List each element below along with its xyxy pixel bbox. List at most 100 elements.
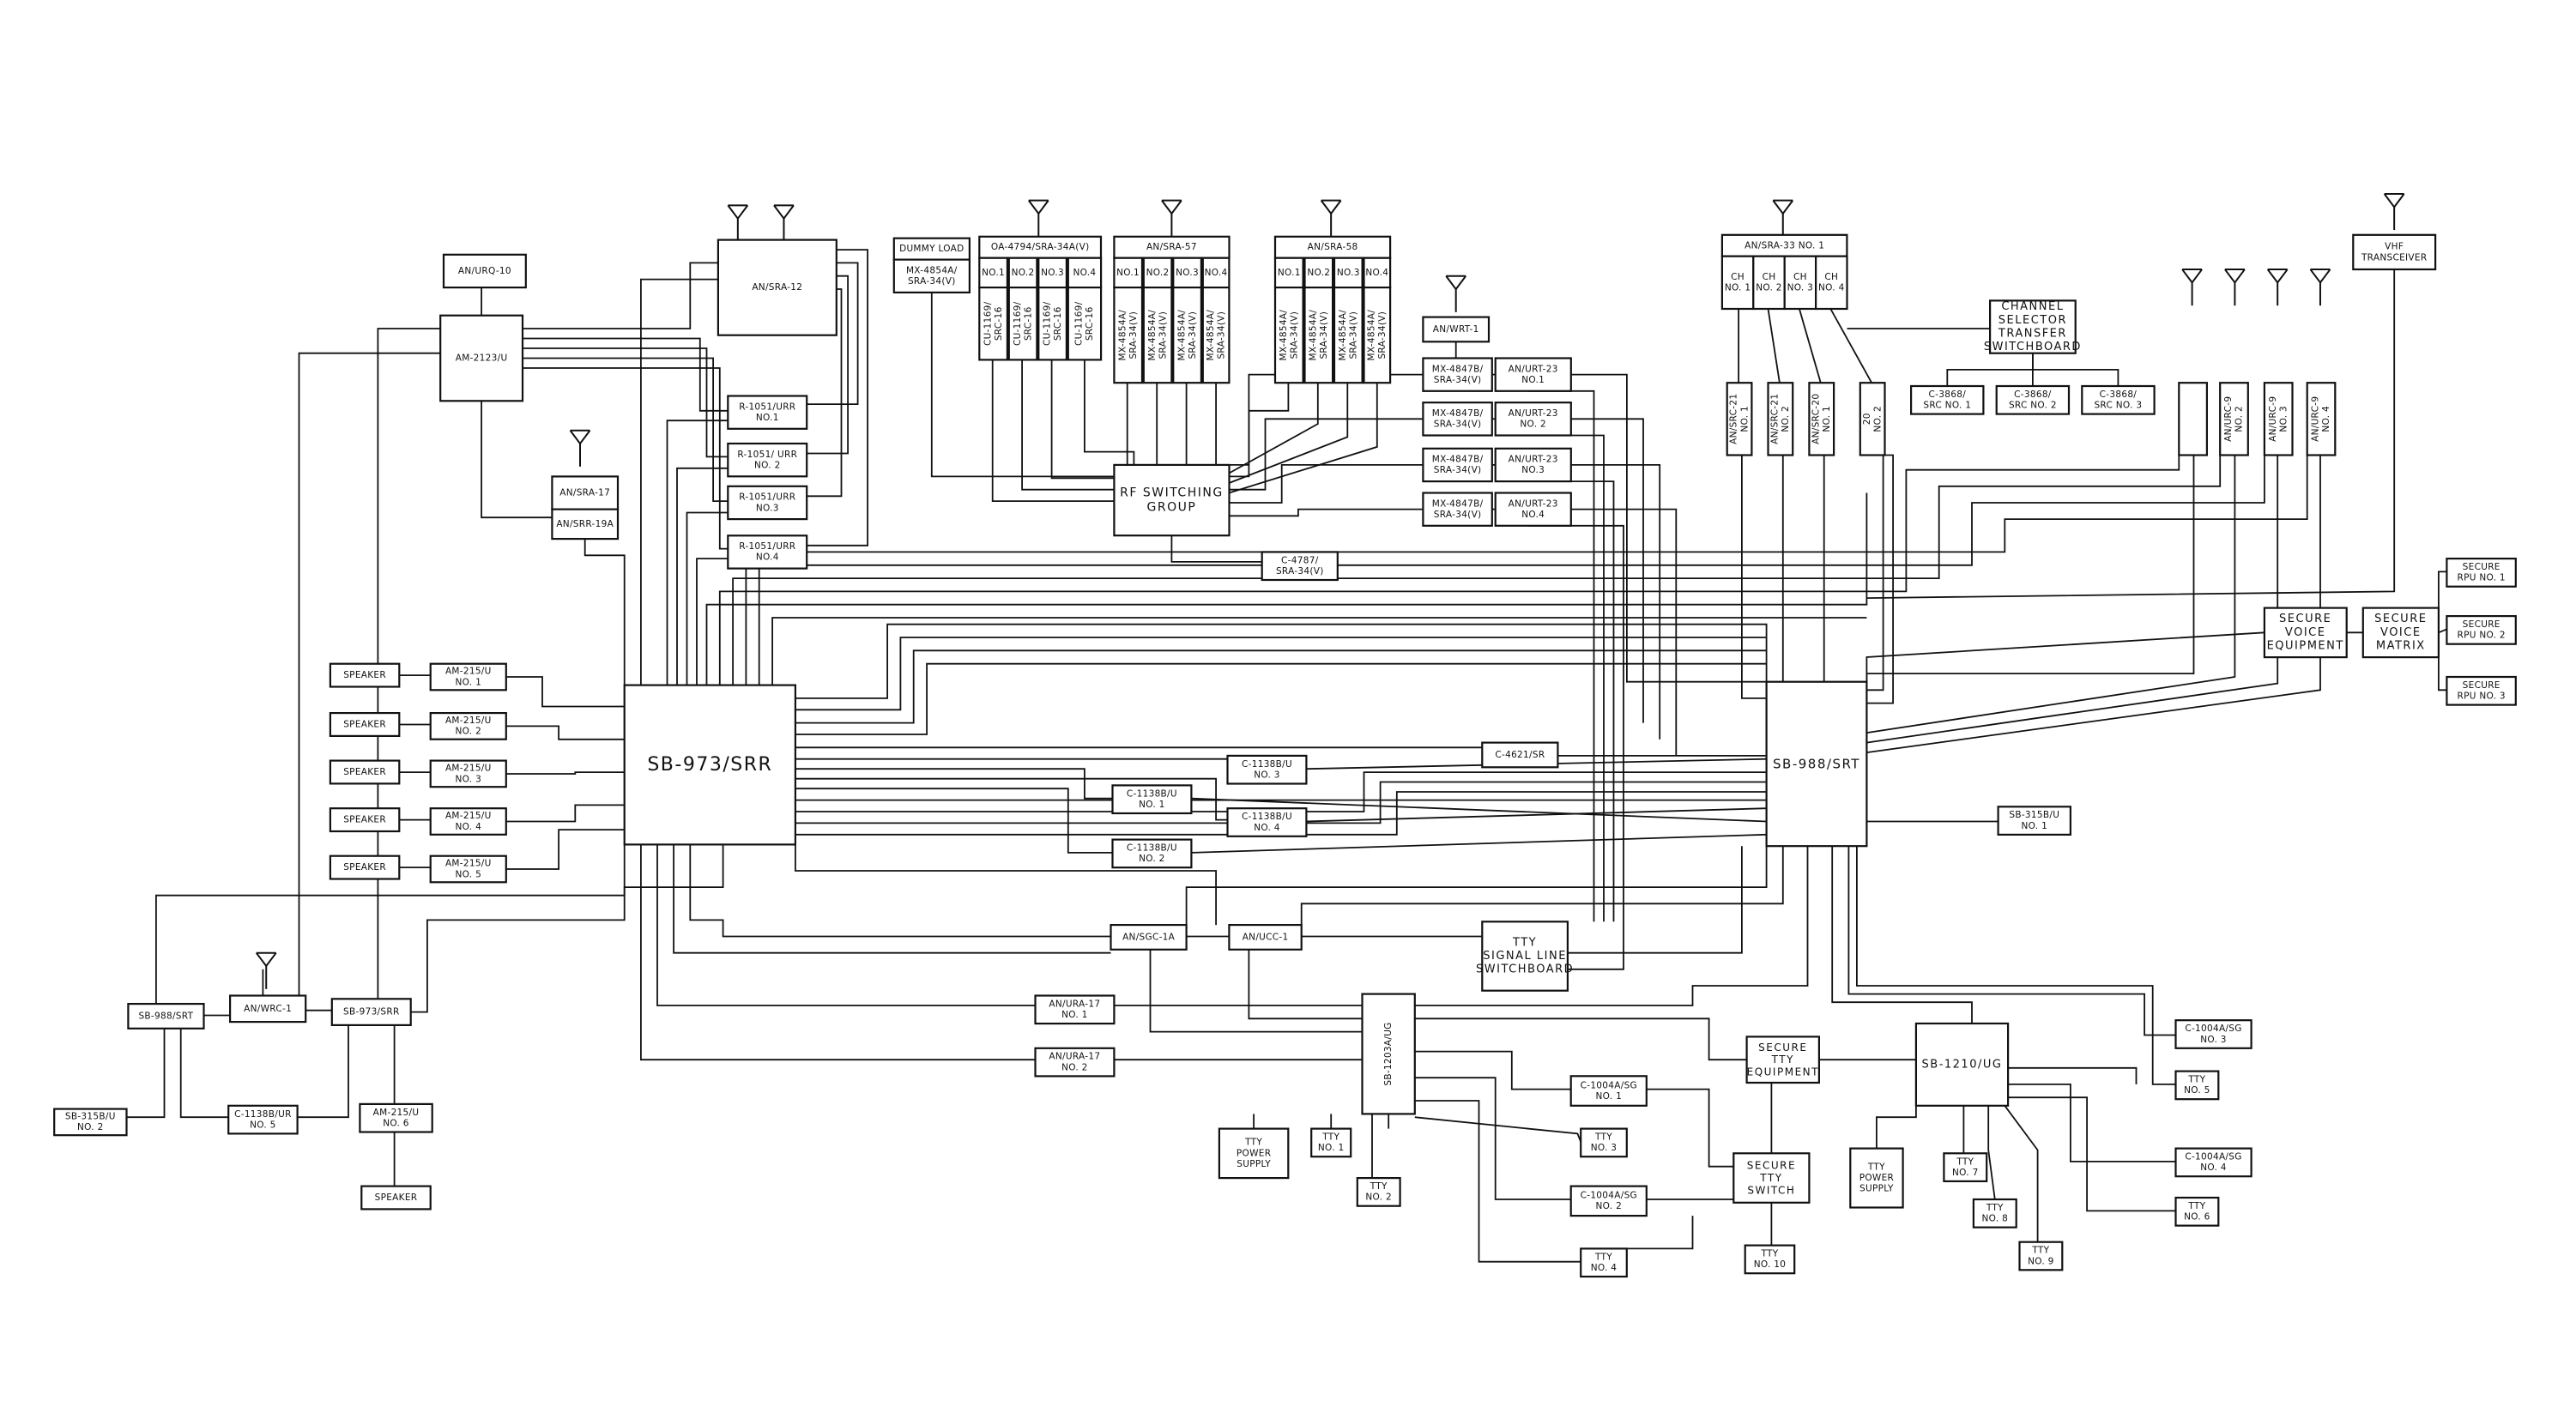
box-outline bbox=[1494, 357, 1572, 392]
wire bbox=[1191, 797, 1767, 823]
equipment-box-urq10: AN/URQ-10 bbox=[442, 253, 527, 289]
box-label: SRA-34(V) bbox=[1216, 311, 1226, 359]
box-label: NO.1 bbox=[756, 413, 779, 423]
box-label: NO. 2 bbox=[1756, 283, 1782, 293]
box-label: TRANSCEIVER bbox=[2361, 252, 2427, 263]
box-label: MATRIX bbox=[2376, 639, 2426, 652]
box-label: R-1051/URR bbox=[739, 492, 795, 503]
box-label: NO.3 bbox=[1337, 268, 1360, 278]
equipment-box-sb988_2: SB-988/SRT bbox=[127, 1002, 205, 1030]
box-label: AN/URQ-10 bbox=[458, 266, 511, 276]
box-label: SB-973/SRR bbox=[647, 754, 772, 776]
box-label: MX-4854A/ bbox=[1206, 310, 1216, 361]
box-label: NO.2 bbox=[1307, 268, 1330, 278]
equipment-box-c3868_2: C-3868/SRC NO. 2 bbox=[1995, 384, 2071, 415]
equipment-box-oa_no2: NO.2 bbox=[1007, 257, 1038, 289]
box-label: TTY bbox=[2031, 1246, 2049, 1256]
box-label: MX-4854A/ bbox=[1176, 310, 1187, 361]
box-label: AN/UCC-1 bbox=[1243, 933, 1289, 943]
antenna-icon bbox=[773, 204, 795, 242]
equipment-box-sb315_1: SB-315B/UNO. 1 bbox=[1997, 806, 2072, 836]
wire bbox=[523, 337, 729, 412]
wire bbox=[795, 791, 1767, 836]
box-outline bbox=[1995, 384, 2071, 415]
box-outline bbox=[2263, 607, 2348, 659]
box-outline bbox=[429, 807, 507, 836]
box-outline bbox=[1310, 1127, 1352, 1158]
box-label: C-1138B/U bbox=[1127, 843, 1177, 854]
box-label: SRA-34(V) bbox=[1276, 566, 1324, 577]
box-label: NO. 3 bbox=[2200, 1035, 2227, 1045]
wire bbox=[1528, 480, 1615, 922]
box-label: NO. 4 bbox=[1254, 823, 1280, 833]
wire bbox=[640, 278, 718, 685]
box-outline bbox=[1720, 233, 1848, 257]
box-outline bbox=[1067, 287, 1103, 361]
box-label: TTY bbox=[1594, 1252, 1612, 1262]
antenna-icon bbox=[2266, 269, 2289, 306]
box-outline bbox=[1494, 447, 1572, 483]
box-label: NO. 3 bbox=[1591, 1143, 1618, 1153]
box-outline bbox=[1172, 287, 1203, 384]
box-outline bbox=[2081, 384, 2156, 415]
wire bbox=[1229, 383, 1378, 494]
box-label: AN/URA-17 bbox=[1049, 1052, 1100, 1062]
equipment-box-s57_no4: NO.4 bbox=[1201, 257, 1231, 289]
box-outline bbox=[2361, 607, 2440, 659]
wire bbox=[696, 558, 729, 685]
box-label: SRA-34(V) bbox=[1188, 311, 1198, 359]
box-label: SB-988/SRT bbox=[1773, 757, 1860, 772]
equipment-box-cu1: CU-1169/SRC-16 bbox=[978, 287, 1009, 361]
box-label: NO. 2 bbox=[1365, 1193, 1392, 1203]
wire bbox=[126, 1028, 166, 1119]
box-label: AN/SRC-20 bbox=[1811, 394, 1822, 444]
equipment-box-spk6: SPEAKER bbox=[360, 1185, 432, 1211]
box-outline bbox=[1226, 754, 1308, 785]
wire bbox=[1414, 1100, 1581, 1263]
equipment-box-oa4794: OA-4794/SRA-34A(V) bbox=[978, 235, 1103, 259]
box-label: NO.2 bbox=[1012, 268, 1035, 278]
box-label: SB-315B/U bbox=[65, 1112, 116, 1122]
box-label: NO. 2 bbox=[77, 1122, 104, 1132]
box-outline bbox=[1422, 492, 1493, 527]
equipment-box-am2123: AM-2123/U bbox=[439, 314, 524, 402]
box-label: AN/SRR-19A bbox=[556, 519, 614, 529]
box-outline bbox=[1765, 680, 1868, 848]
box-label: NO.1 bbox=[1278, 268, 1301, 278]
wire bbox=[1829, 308, 1872, 383]
box-label: TTY bbox=[1321, 1132, 1339, 1143]
equipment-box-am215_1: AM-215/UNO. 1 bbox=[429, 662, 507, 691]
box-label: AM-215/U bbox=[445, 859, 492, 869]
box-label: NO. 6 bbox=[383, 1119, 409, 1129]
box-outline bbox=[623, 684, 797, 846]
box-outline bbox=[1142, 287, 1173, 384]
box-label: AM-215/U bbox=[373, 1108, 420, 1118]
box-label: TTY bbox=[1594, 1132, 1612, 1143]
box-label: R-1051/URR bbox=[739, 541, 795, 552]
wire bbox=[1084, 359, 1135, 465]
antenna-icon bbox=[1027, 199, 1049, 237]
box-label: SWITCHBOARD bbox=[1476, 963, 1574, 976]
box-label: TTY bbox=[1956, 1156, 1974, 1167]
box-outline bbox=[329, 759, 401, 785]
wire bbox=[1567, 846, 1743, 954]
box-label: 20 bbox=[1862, 413, 1872, 425]
box-label: NO. 9 bbox=[2028, 1256, 2054, 1266]
wire bbox=[771, 617, 1867, 685]
wire bbox=[1831, 846, 1973, 1023]
wire bbox=[505, 725, 625, 740]
wire bbox=[795, 844, 1217, 926]
box-label: CH bbox=[1731, 272, 1745, 282]
box-label: VHF bbox=[2385, 242, 2404, 252]
wire bbox=[1229, 383, 1349, 484]
equipment-box-cu4: CU-1169/SRC-16 bbox=[1067, 287, 1103, 361]
